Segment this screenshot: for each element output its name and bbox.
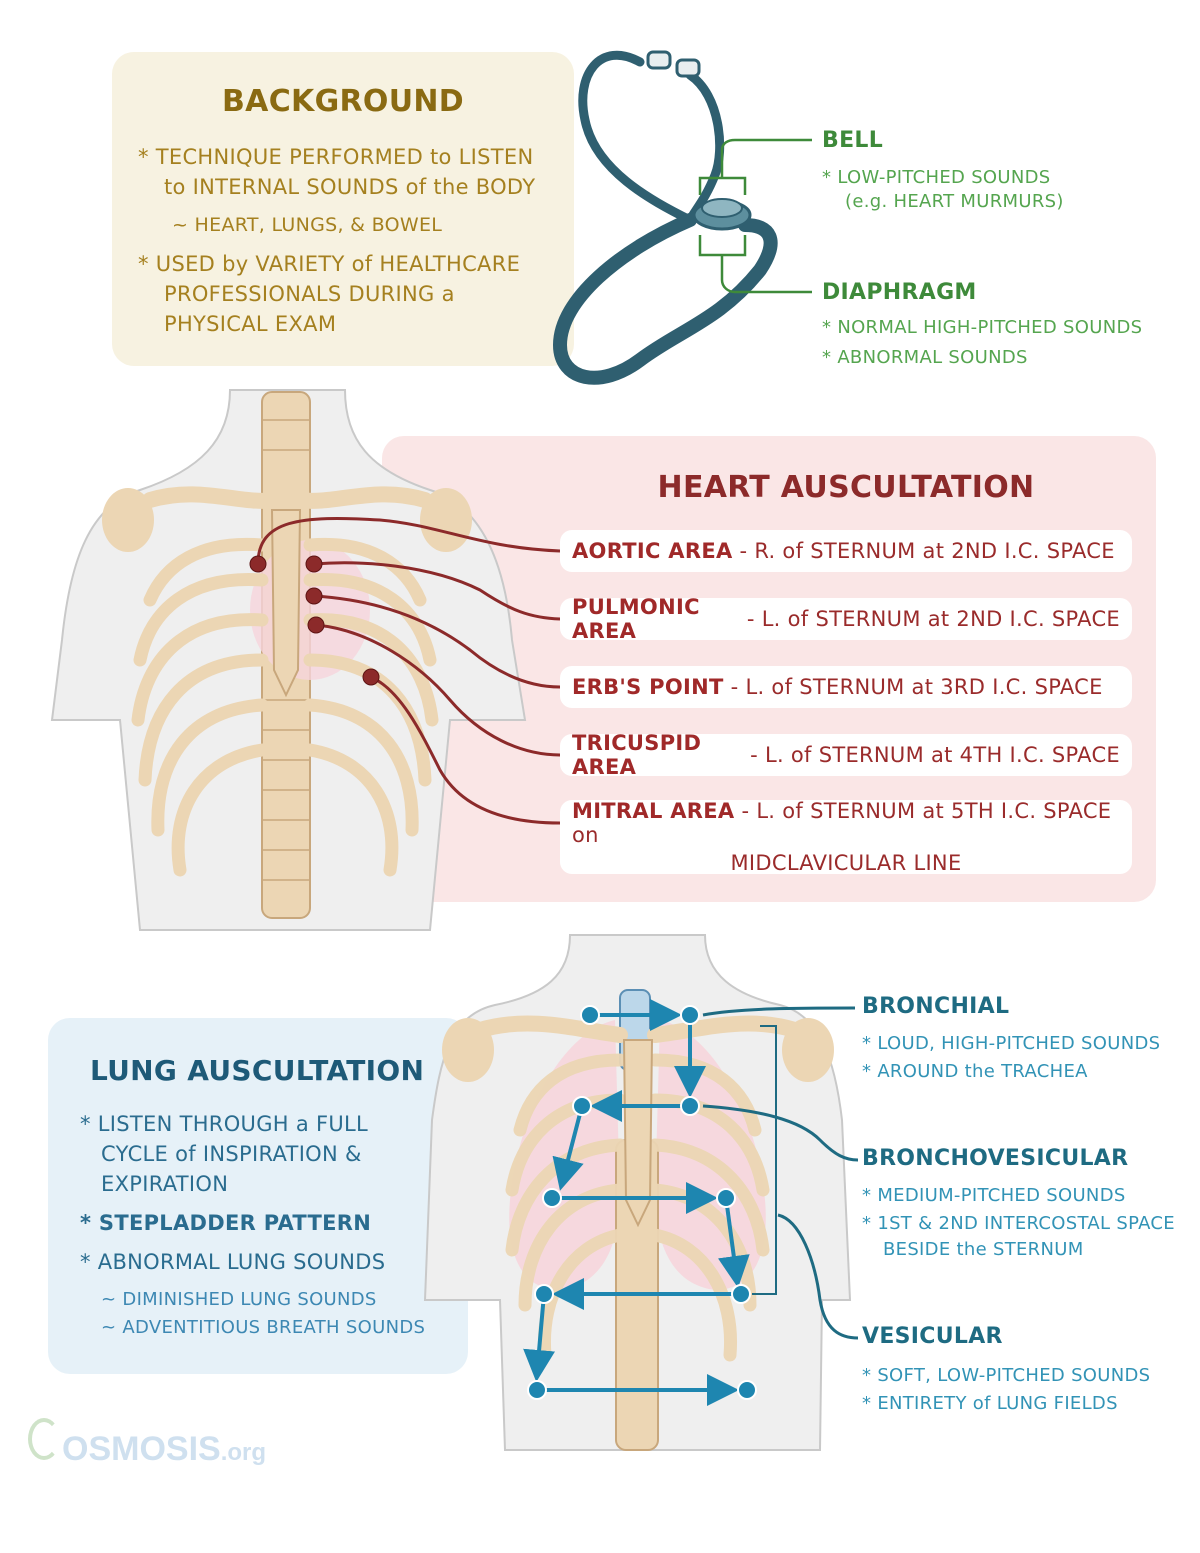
osmosis-logo-text: OSMOSIS	[62, 1430, 221, 1468]
stethoscope-leader-lines	[698, 138, 812, 294]
pulmonic-point	[305, 555, 323, 573]
osmosis-logo[interactable]: OSMOSIS .org	[28, 1418, 266, 1469]
aortic-point	[249, 555, 267, 573]
erbs-desc: - L. of STERNUM at 3RD I.C. SPACE	[723, 675, 1103, 699]
vesicular-title: VESICULAR	[862, 1324, 1003, 1349]
heart-auscultation-points	[249, 555, 380, 686]
bronchial-title: BRONCHIAL	[862, 994, 1010, 1019]
erbs-label: ERB'S POINT	[572, 675, 724, 699]
tricuspid-desc: - L. of STERNUM at 4TH I.C. SPACE	[736, 743, 1120, 767]
lung-card	[48, 1018, 468, 1374]
lung-bullet-2: * STEPLADDER PATTERN	[80, 1211, 372, 1235]
lung-bullet-1-cont2: EXPIRATION	[101, 1172, 229, 1196]
bronchovesicular-title: BRONCHOVESICULAR	[862, 1146, 1129, 1171]
heart-title: HEART AUSCULTATION	[657, 470, 1035, 505]
aortic-label: AORTIC AREA	[572, 539, 733, 563]
diaphragm-title: DIAPHRAGM	[822, 280, 977, 305]
background-sub-1: ~ HEART, LUNGS, & BOWEL	[172, 214, 443, 236]
heart-row-tricuspid: TRICUSPID AREA - L. of STERNUM at 4TH I.…	[560, 731, 1132, 779]
background-bullet-2-cont: PROFESSIONALS DURING a	[164, 282, 455, 306]
mitral-label: MITRAL AREA	[572, 799, 735, 823]
background-bullet-2-cont2: PHYSICAL EXAM	[164, 312, 337, 336]
osmosis-logo-mark-icon	[28, 1418, 60, 1460]
erbs-point	[305, 587, 323, 605]
heart-row-mitral: MITRAL AREA - L. of STERNUM at 5TH I.C. …	[560, 799, 1132, 875]
lung-bullet-1: * LISTEN THROUGH a FULL	[80, 1112, 369, 1136]
mitral-point	[362, 668, 380, 686]
background-bullet-1: * TECHNIQUE PERFORMED to LISTEN	[138, 145, 534, 169]
mitral-desc: - L. of STERNUM at 5TH I.C. SPACE on	[572, 799, 1112, 847]
background-bullet-1-cont: to INTERNAL SOUNDS of the BODY	[164, 175, 536, 199]
bronchovesicular-line-2: * 1ST & 2ND INTERCOSTAL SPACE	[862, 1213, 1175, 1234]
lung-bullet-1-cont: CYCLE of INSPIRATION &	[101, 1142, 362, 1166]
bronchovesicular-line-1: * MEDIUM-PITCHED SOUNDS	[862, 1185, 1126, 1206]
heart-row-aortic: AORTIC AREA - R. of STERNUM at 2ND I.C. …	[560, 530, 1132, 572]
lung-torso-illustration	[423, 934, 852, 1451]
background-title: BACKGROUND	[222, 84, 464, 119]
breath-sound-leader-lines	[702, 1006, 859, 1340]
stepladder-points	[527, 1005, 757, 1400]
osmosis-logo-suffix: .org	[220, 1439, 267, 1466]
lung-sub-2: ~ ADVENTITIOUS BREATH SOUNDS	[101, 1317, 426, 1338]
vesicular-line-2: * ENTIRETY of LUNG FIELDS	[862, 1393, 1118, 1414]
pulmonic-label: PULMONIC AREA	[572, 595, 700, 643]
bell-line-1: * LOW-PITCHED SOUNDS	[822, 167, 1051, 188]
heart-torso-illustration	[50, 389, 527, 931]
background-bullet-2: * USED by VARIETY of HEALTHCARE	[138, 252, 521, 276]
heart-row-pulmonic: PULMONIC AREA - L. of STERNUM at 2ND I.C…	[560, 595, 1132, 643]
vesicular-line-1: * SOFT, LOW-PITCHED SOUNDS	[862, 1365, 1151, 1386]
background-card	[112, 52, 574, 366]
heart-leader-lines	[256, 516, 561, 825]
diaphragm-line-1: * NORMAL HIGH-PITCHED SOUNDS	[822, 317, 1143, 338]
bell-line-2: (e.g. HEART MURMURS)	[845, 191, 1064, 212]
bronchial-line-2: * AROUND the TRACHEA	[862, 1061, 1088, 1082]
stepladder-arrows	[523, 999, 750, 1406]
tricuspid-point	[307, 616, 325, 634]
bronchovesicular-line-3: BESIDE the STERNUM	[883, 1239, 1084, 1260]
mitral-desc-2: MIDCLAVICULAR LINE	[730, 851, 962, 875]
lung-bullet-3: * ABNORMAL LUNG SOUNDS	[80, 1250, 386, 1274]
tricuspid-label: TRICUSPID AREA	[572, 731, 702, 779]
bronchial-line-1: * LOUD, HIGH-PITCHED SOUNDS	[862, 1033, 1161, 1054]
heart-row-erbs: ERB'S POINT - L. of STERNUM at 3RD I.C. …	[560, 666, 1132, 708]
lung-title: LUNG AUSCULTATION	[90, 1054, 425, 1087]
diaphragm-line-2: * ABNORMAL SOUNDS	[822, 347, 1028, 368]
bell-title: BELL	[822, 128, 884, 153]
pulmonic-desc: - L. of STERNUM at 2ND I.C. SPACE	[739, 607, 1120, 631]
lung-sub-1: ~ DIMINISHED LUNG SOUNDS	[101, 1289, 377, 1310]
stethoscope-illustration	[552, 50, 778, 385]
aortic-desc: - R. of STERNUM at 2ND I.C. SPACE	[732, 539, 1115, 563]
